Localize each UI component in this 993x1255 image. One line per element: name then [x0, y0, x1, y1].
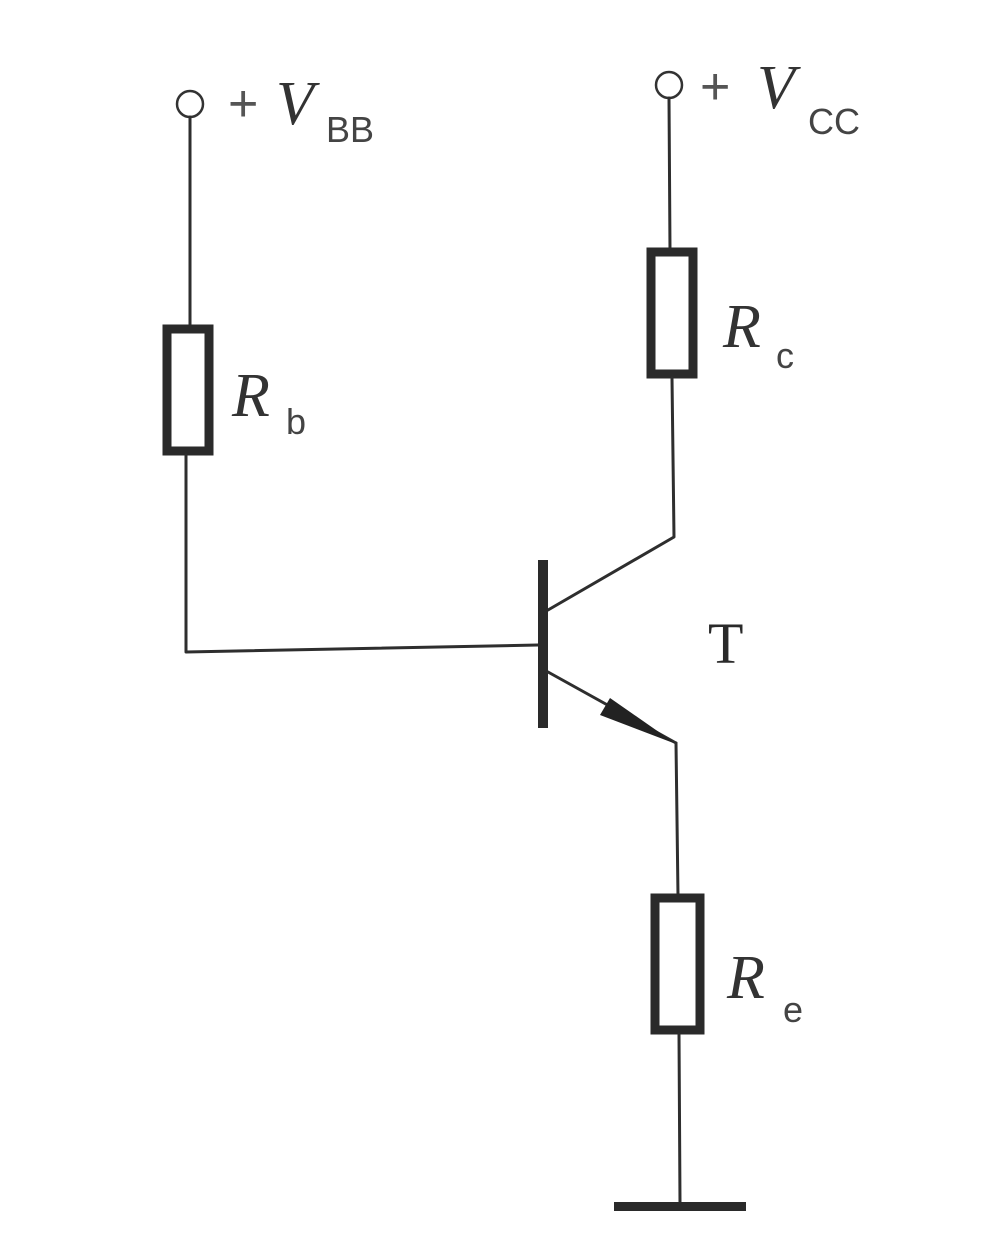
rc-resistor	[646, 247, 698, 379]
re-symbol: R	[726, 944, 765, 1012]
transistor-base-bar	[538, 560, 548, 728]
rb-resistor	[162, 324, 214, 456]
vcc-branch	[546, 70, 698, 612]
vbb-terminal	[175, 89, 205, 119]
rb-label: R b	[231, 362, 306, 442]
transistor-label: T	[708, 611, 743, 676]
rb-symbol: R	[231, 362, 270, 430]
re-resistor	[650, 893, 705, 1035]
re-subscript: e	[783, 989, 803, 1030]
base-wire	[184, 453, 540, 654]
ground-symbol-icon	[614, 1202, 746, 1211]
ground-wire	[677, 1032, 682, 1205]
rc-symbol: R	[722, 293, 761, 361]
vcc-symbol: V	[757, 54, 801, 122]
re-label: R e	[726, 944, 803, 1030]
vcc-plus: +	[700, 58, 730, 116]
rb-subscript: b	[286, 401, 306, 442]
collector-wire	[546, 376, 676, 612]
vcc-subscript: CC	[808, 101, 860, 142]
emitter-branch	[614, 741, 746, 1211]
emitter-arrow-icon	[600, 698, 676, 744]
vcc-wire	[667, 96, 672, 252]
rc-label: R c	[722, 293, 794, 376]
vbb-branch	[162, 89, 540, 654]
vbb-symbol: V	[276, 70, 320, 138]
vcc-label: + V CC	[700, 54, 860, 142]
vbb-subscript: BB	[326, 109, 374, 150]
vbb-plus: +	[228, 75, 258, 133]
transistor-t	[538, 560, 678, 745]
emitter-wire	[674, 741, 680, 898]
vbb-label: + V BB	[228, 70, 374, 150]
vcc-terminal	[654, 70, 684, 100]
rc-subscript: c	[776, 335, 794, 376]
